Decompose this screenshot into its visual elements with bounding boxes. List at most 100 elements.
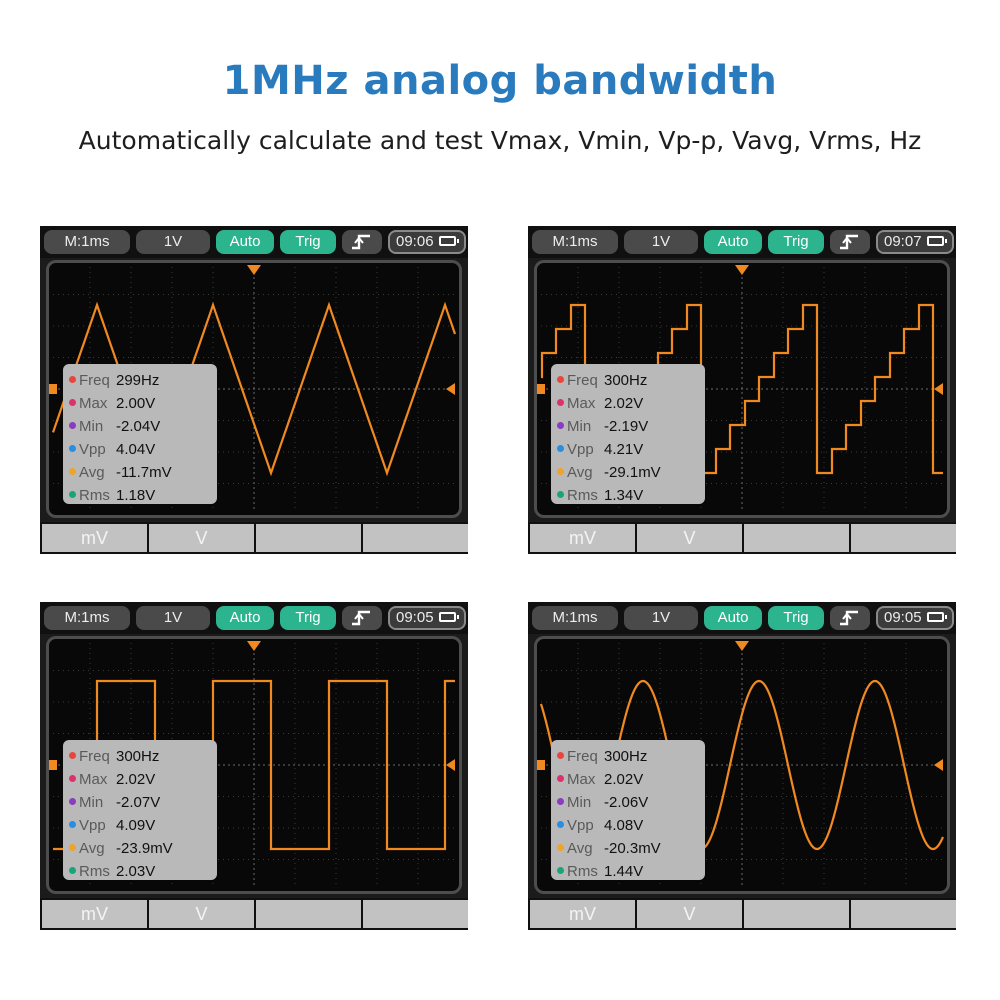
measurement-avg: Avg-29.1mV: [557, 464, 661, 486]
measurement-value: -2.19V: [604, 418, 649, 435]
measurement-value: 4.21V: [604, 441, 644, 458]
volts-div-button[interactable]: 1V: [624, 230, 698, 254]
trigger-position-marker: [735, 641, 749, 651]
trigger-button[interactable]: Trig: [280, 230, 336, 254]
rising-edge-icon: [352, 610, 370, 626]
measurement-label: Min: [79, 794, 104, 811]
volts-div-button[interactable]: 1V: [624, 606, 698, 630]
measurement-avg: Avg-11.7mV: [69, 464, 172, 486]
measurement-label: Max: [567, 771, 596, 788]
measurement-dot-icon: [557, 843, 564, 851]
trigger-position-marker: [247, 641, 261, 651]
measurement-dot-icon: [557, 421, 564, 429]
waveform-plot: [537, 265, 943, 511]
time-label: 09:07: [884, 233, 922, 250]
measurement-value: -2.04V: [116, 418, 161, 435]
trigger-edge-button[interactable]: [342, 230, 382, 254]
time-label: 09:06: [396, 233, 434, 250]
softkey-4[interactable]: [363, 524, 468, 552]
trigger-level-marker: [934, 383, 943, 395]
rising-edge-icon: [352, 234, 370, 250]
softkey-2[interactable]: V: [637, 900, 742, 928]
softkey-4[interactable]: [851, 524, 956, 552]
trigger-edge-button[interactable]: [830, 230, 870, 254]
status-bar: M:1ms 1V Auto Trig 09:06: [40, 226, 468, 258]
mode-label: Auto: [229, 609, 261, 626]
channel-zero-marker: [49, 760, 57, 770]
waveform-plot: [49, 641, 455, 887]
softkey-1[interactable]: mV: [530, 524, 635, 552]
softkey-3[interactable]: [744, 524, 849, 552]
timebase-button[interactable]: M:1ms: [44, 230, 130, 254]
softkey-3[interactable]: [256, 900, 361, 928]
softkey-2[interactable]: V: [637, 524, 742, 552]
measurement-label: Min: [79, 418, 104, 435]
timebase-label: M:1ms: [552, 233, 598, 250]
battery-icon: [439, 612, 459, 622]
measurement-max: Max 2.02V: [557, 395, 643, 417]
measurement-label: Max: [79, 395, 108, 412]
timebase-button[interactable]: M:1ms: [532, 606, 618, 630]
measurement-value: 2.02V: [116, 771, 156, 788]
timebase-button[interactable]: M:1ms: [532, 230, 618, 254]
softkey-3[interactable]: [744, 900, 849, 928]
measurement-value: 2.02V: [604, 395, 644, 412]
measurement-label: Max: [567, 395, 596, 412]
measurement-value: -29.1mV: [604, 464, 661, 481]
trigger-edge-button[interactable]: [342, 606, 382, 630]
softkey-1[interactable]: mV: [42, 524, 147, 552]
measurement-dot-icon: [69, 375, 76, 383]
volts-div-button[interactable]: 1V: [136, 606, 210, 630]
channel-zero-marker: [537, 760, 545, 770]
measurement-label: Min: [567, 794, 592, 811]
volts-label: 1V: [651, 233, 671, 250]
auto-mode-button[interactable]: Auto: [704, 606, 762, 630]
softkey-1[interactable]: mV: [530, 900, 635, 928]
timebase-label: M:1ms: [64, 233, 110, 250]
measurement-value: -20.3mV: [604, 840, 661, 857]
trigger-edge-button[interactable]: [830, 606, 870, 630]
battery-icon: [439, 236, 459, 246]
measurement-dot-icon: [69, 866, 76, 874]
measurement-label: Freq: [79, 748, 110, 765]
softkey-3[interactable]: [256, 524, 361, 552]
softkey-4[interactable]: [363, 900, 468, 928]
measurement-label: Vpp: [79, 817, 106, 834]
auto-mode-button[interactable]: Auto: [216, 606, 274, 630]
trigger-button[interactable]: Trig: [768, 230, 824, 254]
channel-zero-marker: [537, 384, 545, 394]
trigger-button[interactable]: Trig: [768, 606, 824, 630]
softkey-2[interactable]: V: [149, 524, 254, 552]
measurement-value: 1.34V: [604, 487, 644, 504]
measurement-dot-icon: [557, 444, 564, 452]
auto-mode-button[interactable]: Auto: [704, 230, 762, 254]
softkey-1[interactable]: mV: [42, 900, 147, 928]
trigger-level-marker: [934, 759, 943, 771]
trig-label: Trig: [295, 233, 321, 250]
measurement-value: 4.08V: [604, 817, 644, 834]
measurement-dot-icon: [557, 774, 564, 782]
auto-mode-button[interactable]: Auto: [216, 230, 274, 254]
softkey-2[interactable]: V: [149, 900, 254, 928]
softkey-4[interactable]: [851, 900, 956, 928]
measurement-label: Vpp: [567, 441, 594, 458]
volts-div-button[interactable]: 1V: [136, 230, 210, 254]
trigger-button[interactable]: Trig: [280, 606, 336, 630]
measurement-label: Rms: [567, 487, 598, 504]
measurement-avg: Avg-20.3mV: [557, 840, 661, 862]
timebase-button[interactable]: M:1ms: [44, 606, 130, 630]
measurement-value: 1.18V: [116, 487, 156, 504]
measurement-dot-icon: [69, 774, 76, 782]
trig-label: Trig: [783, 233, 809, 250]
measurement-dot-icon: [69, 421, 76, 429]
trigger-level-marker: [446, 383, 455, 395]
